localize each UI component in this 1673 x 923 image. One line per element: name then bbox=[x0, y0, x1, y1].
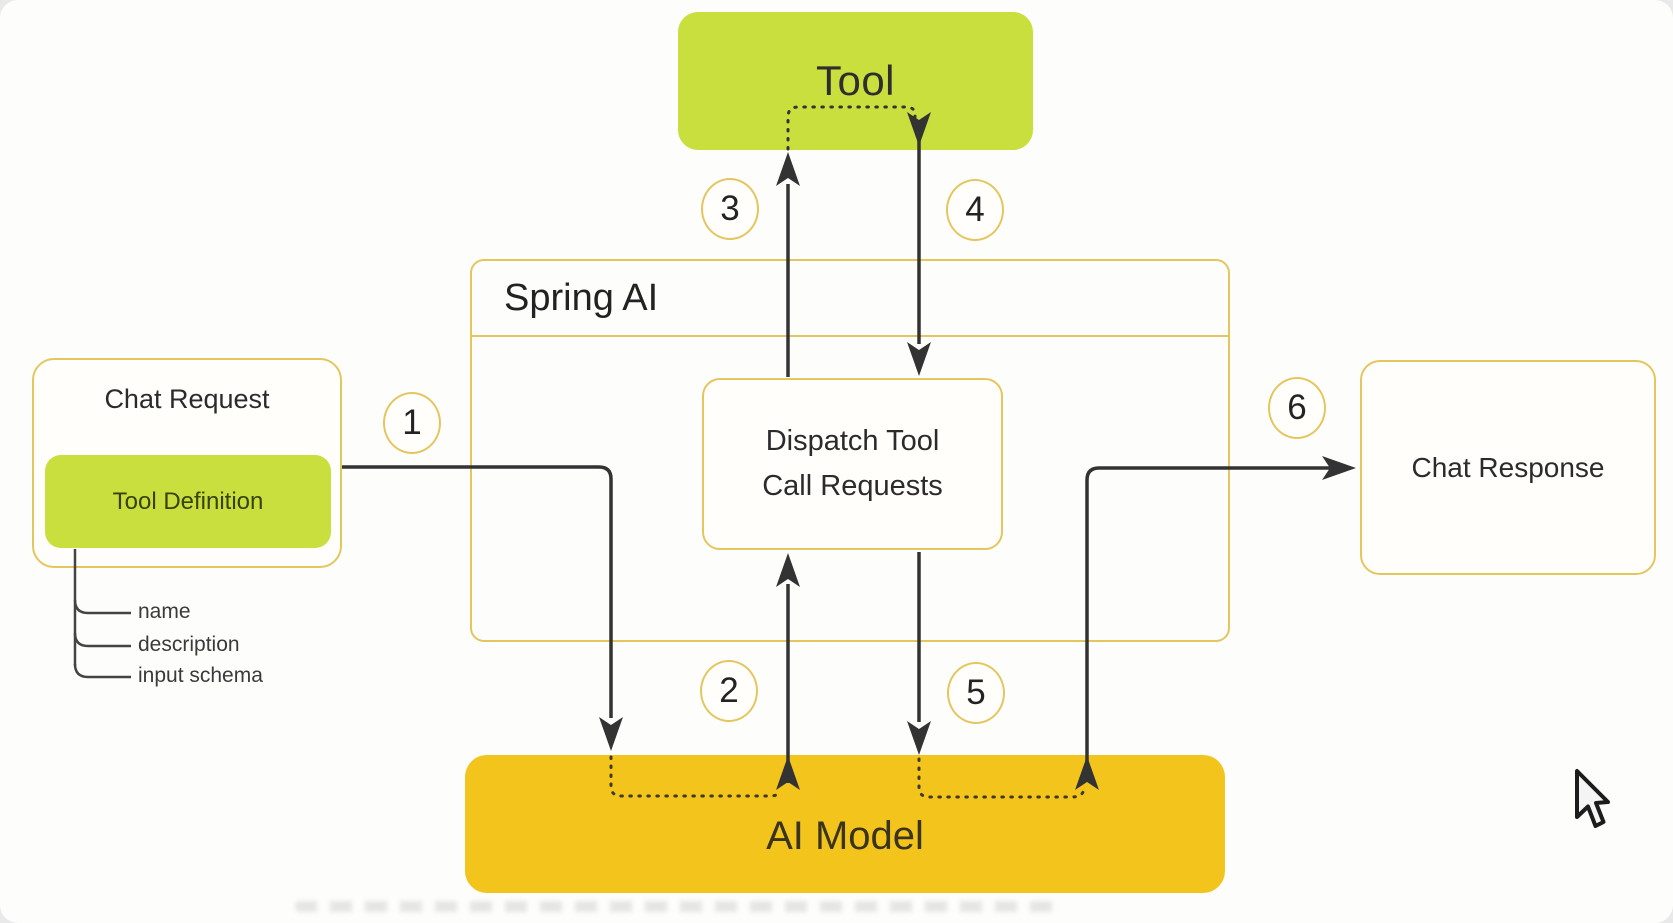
chat-request-title: Chat Request bbox=[104, 384, 270, 414]
step-circle-4: 4 bbox=[946, 179, 1004, 241]
bottom-caption-artifact bbox=[295, 901, 1060, 912]
dispatch-label-line1: Dispatch Tool bbox=[765, 425, 940, 457]
attr-label-description: description bbox=[138, 633, 240, 656]
attr-label-input-schema: input schema bbox=[138, 664, 263, 687]
spring-ai-container: Spring AI bbox=[470, 259, 1230, 642]
spring-ai-title: Spring AI bbox=[504, 276, 659, 319]
dispatch-tool-call-requests-box: Dispatch Tool Call Requests bbox=[702, 378, 1003, 550]
tool-box: Tool bbox=[678, 12, 1033, 150]
step-circle-2: 2 bbox=[700, 660, 758, 722]
tool-definition-label: Tool Definition bbox=[112, 487, 264, 515]
ai-model-label: AI Model bbox=[766, 813, 924, 858]
cursor-icon bbox=[1575, 769, 1610, 828]
spring-ai-header: Spring AI bbox=[472, 261, 1228, 337]
attr-label-name: name bbox=[138, 600, 191, 623]
dispatch-label-line2: Call Requests bbox=[762, 470, 943, 502]
step-circle-3: 3 bbox=[701, 178, 759, 240]
tool-definition-box: Tool Definition bbox=[45, 455, 331, 548]
step-circle-6: 6 bbox=[1268, 377, 1326, 439]
step-circle-1: 1 bbox=[383, 392, 441, 454]
ai-model-box: AI Model bbox=[465, 755, 1225, 893]
step-circle-5: 5 bbox=[947, 662, 1005, 724]
tool-box-label: Tool bbox=[815, 57, 896, 104]
chat-response-title: Chat Response bbox=[1411, 451, 1605, 483]
chat-request-box: Chat Request Tool Definition bbox=[32, 358, 342, 568]
chat-response-box: Chat Response bbox=[1360, 360, 1656, 575]
tool-definition-attribute-branches bbox=[73, 549, 131, 679]
